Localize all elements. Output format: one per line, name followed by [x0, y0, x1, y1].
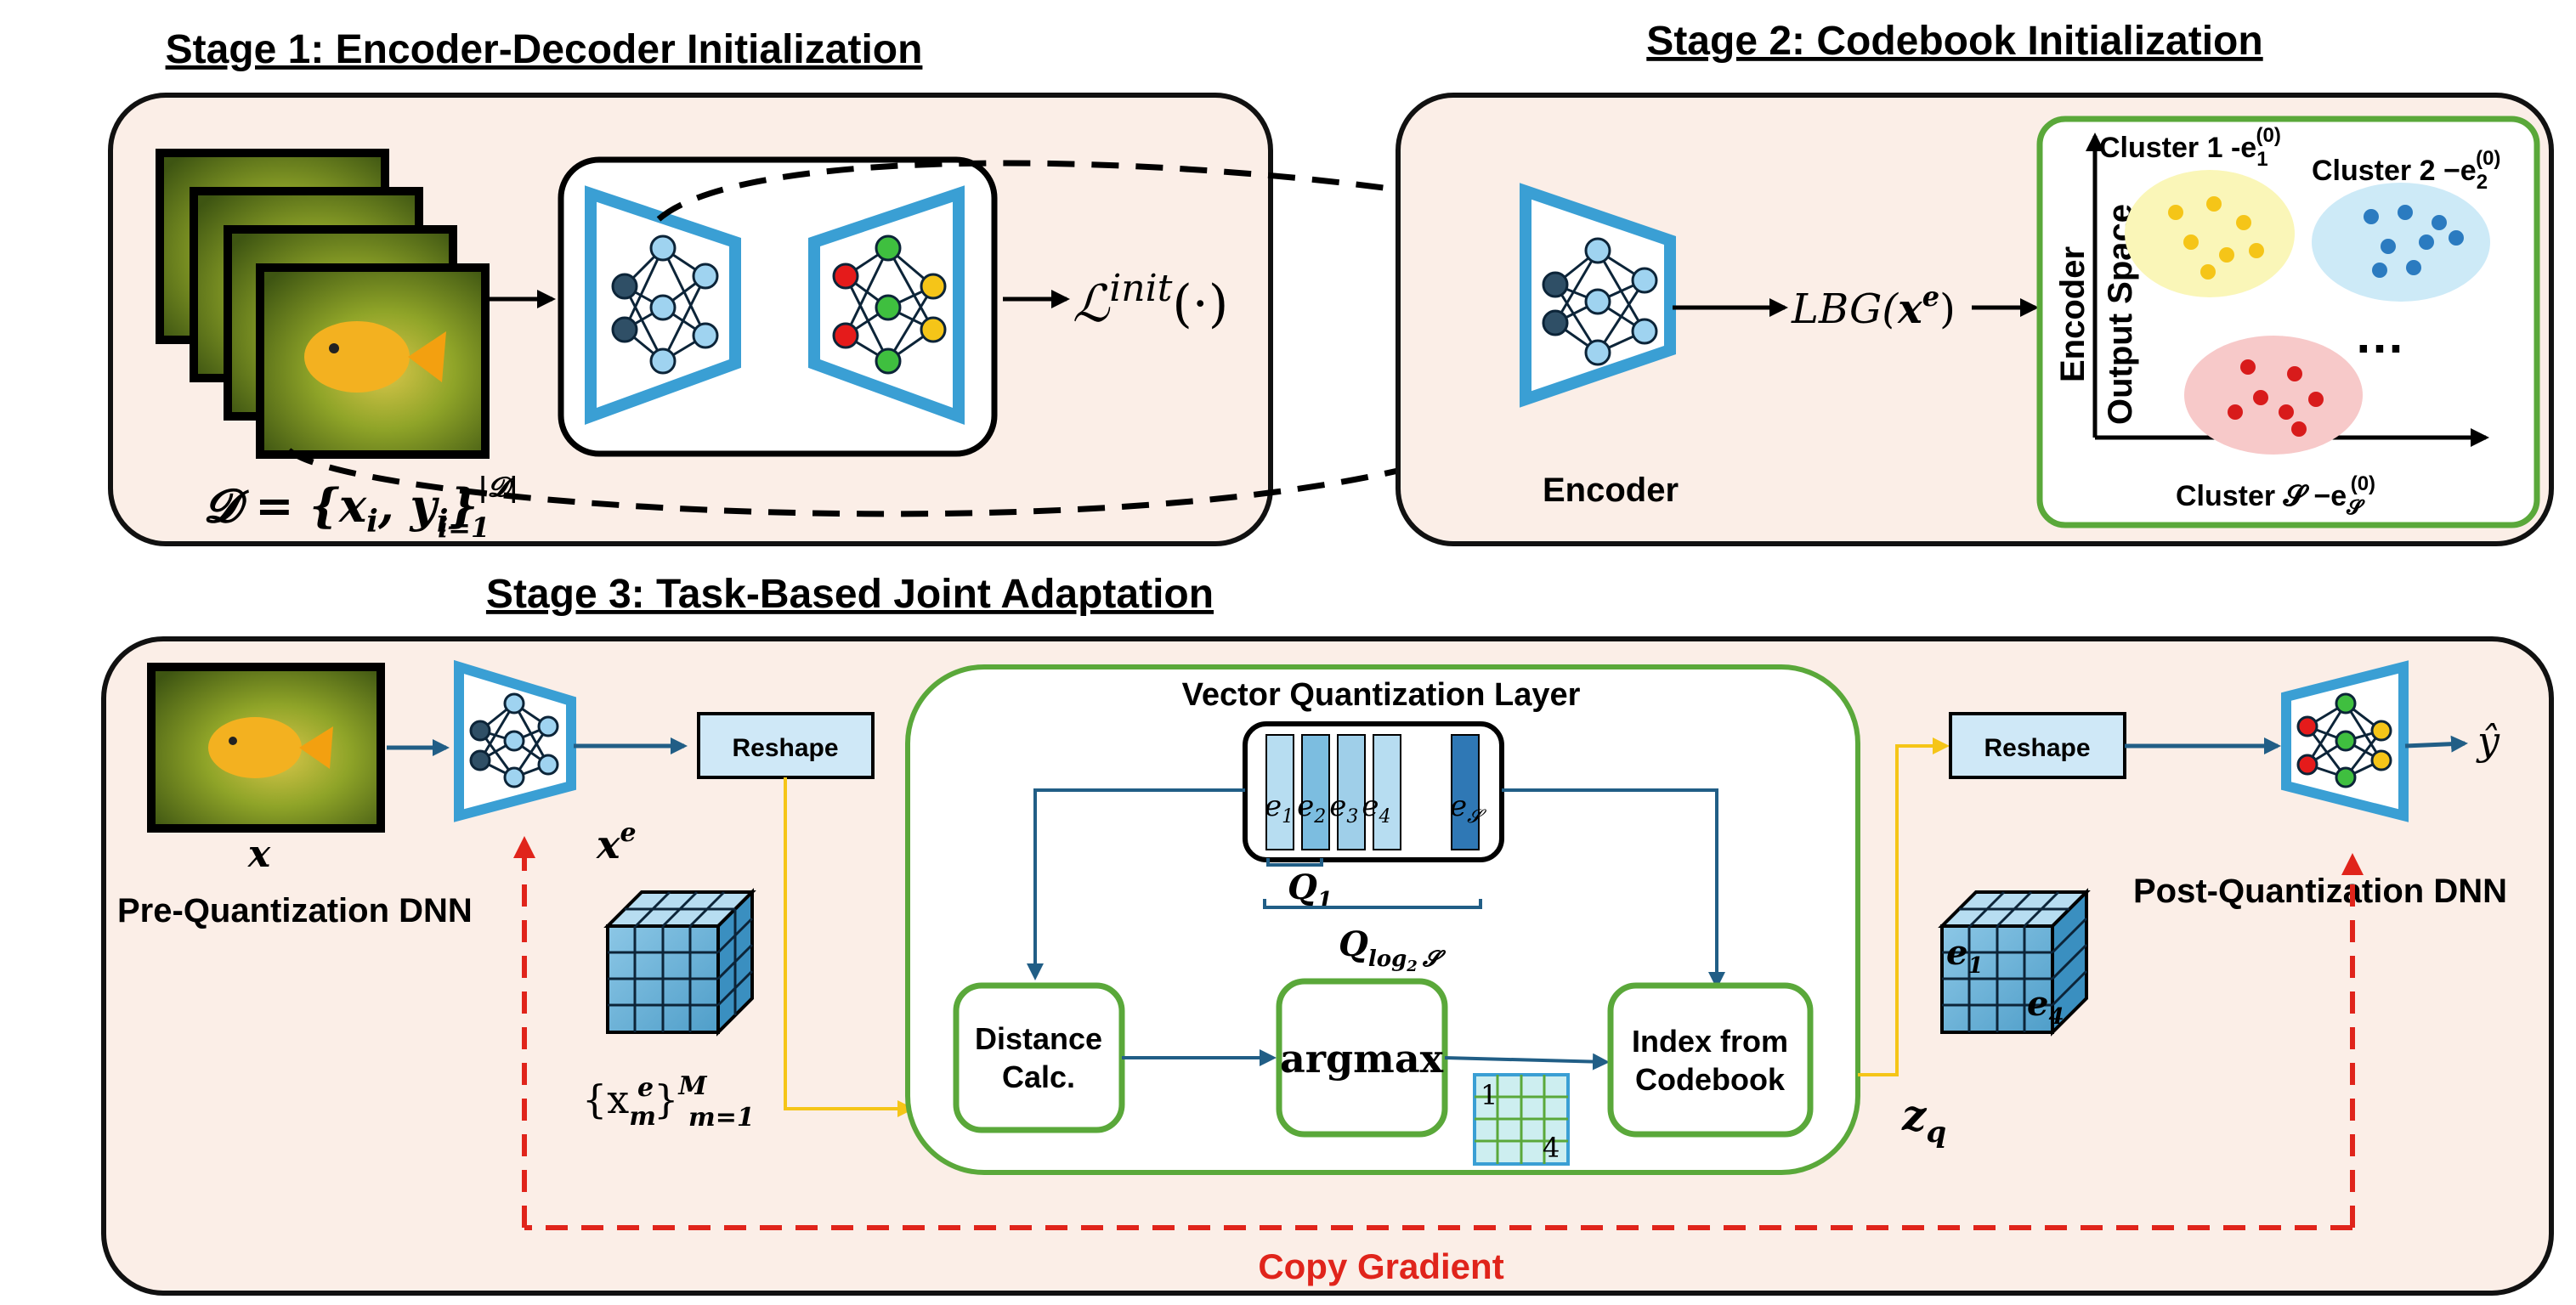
arrow-post-to-output [2404, 735, 2468, 753]
stage2-title: Stage 2: Codebook Initialization [1646, 19, 2262, 64]
q1-bracket [1266, 858, 1323, 867]
cluster2-ellipse [2312, 183, 2490, 302]
cluster2-point [2364, 209, 2379, 224]
reshape-right-box [1949, 712, 2126, 779]
qlog-bracket [1263, 899, 1482, 909]
arrow-argmax-to-index [1444, 1053, 1610, 1071]
vq-title: Vector Quantization Layer [1182, 677, 1581, 713]
cluster2-point [2432, 215, 2447, 230]
cluster2-point [2419, 234, 2434, 250]
stage3-title: Stage 3: Task-Based Joint Adaptation [486, 572, 1214, 617]
clusterS-point [2240, 359, 2256, 375]
clusterS-point [2228, 404, 2243, 420]
argmax-label: argmax [1280, 1036, 1444, 1082]
input-image [147, 663, 385, 833]
arrow-codebook-to-index [1502, 788, 1725, 989]
arrow-codebook-to-distance [1027, 788, 1245, 980]
stage2-encoder [1520, 183, 1676, 408]
feature-cube-right [1938, 888, 2091, 1037]
dataset-label: 𝓓 = {xi, yi}|𝓓| [204, 471, 518, 540]
xe-label: xe [596, 818, 637, 867]
reshape-left-box [697, 712, 875, 779]
clusterS-point [2253, 390, 2268, 405]
clusterS-point [2279, 404, 2294, 420]
post-dnn-label: Post-Quantization DNN [2133, 873, 2507, 910]
cluster2-point [2381, 239, 2396, 254]
stage1-title: Stage 1: Encoder-Decoder Initialization [166, 27, 923, 72]
output-yhat: ŷ [2476, 718, 2500, 764]
distance-calc-box [953, 982, 1125, 1133]
clusters-ellipsis: … [2354, 307, 2405, 364]
copy-gradient-label: Copy Gradient [1258, 1246, 1503, 1286]
arrow-reshape-to-vq [784, 777, 914, 1117]
cluster2-label: Cluster 2 −e2(0) [2312, 147, 2500, 194]
feature-cube-left [603, 888, 756, 1037]
loss-label: ℒinit(·) [1073, 267, 1228, 334]
axis-label-encoder: Encoder [2054, 246, 2092, 382]
index-grid-1: 1 [1480, 1079, 1497, 1111]
cluster2-point [2398, 205, 2413, 220]
reshape-right-label: Reshape [1984, 734, 2090, 762]
distance-calc-line2: Calc. [1002, 1059, 1075, 1094]
arrow-vq-to-reshape [1858, 737, 1950, 1076]
cluster1-point [2200, 264, 2216, 280]
xe-set-label: {xme}M [582, 1071, 707, 1132]
index-grid: 1 4 [1473, 1073, 1570, 1166]
fish-image [304, 321, 446, 393]
pre-quant-encoder [454, 659, 576, 822]
cluster2-point [2406, 260, 2421, 275]
cluster1-label: Cluster 1 -e1(0) [2099, 124, 2281, 171]
image-stack [156, 149, 490, 459]
pre-dnn-label: Pre-Quantization DNN [117, 892, 473, 929]
stage2-encoder-label: Encoder [1543, 472, 1679, 509]
clusterS-label: Cluster 𝓢 −e𝓢(0) [2176, 472, 2375, 519]
distance-calc-line1: Distance [975, 1021, 1102, 1056]
dataset-range: i=1 [438, 511, 490, 544]
clusterS-point [2291, 421, 2307, 437]
clusterS-point [2308, 392, 2324, 407]
stage1-encoder [585, 185, 741, 426]
cluster1-point [2183, 234, 2199, 250]
cluster1-point [2206, 196, 2222, 212]
index-grid-4: 4 [1543, 1132, 1560, 1164]
post-quant-decoder [2281, 660, 2409, 822]
cluster1-point [2219, 247, 2234, 263]
zq-label: zq [1901, 1090, 1946, 1150]
cube-e1-label: e1 [1946, 933, 1984, 979]
cluster2-point [2372, 263, 2387, 278]
cluster1-point [2249, 243, 2264, 258]
cluster-points [2168, 196, 2464, 437]
cluster1-ellipse [2125, 170, 2295, 297]
reshape-left-label: Reshape [732, 734, 838, 762]
cluster1-point [2236, 215, 2251, 230]
lbg-label: LBG(xe) [1791, 280, 1956, 333]
stage1-decoder [808, 185, 965, 426]
cube-e4-label: e4 [2027, 984, 2064, 1030]
xe-set-range: m=1 [688, 1103, 755, 1133]
clusterS-point [2287, 366, 2302, 381]
index-from-codebook-box [1607, 982, 1814, 1138]
index-from-codebook-line1: Index from [1632, 1024, 1788, 1059]
codebook-vectors [1265, 734, 1480, 850]
cluster1-point [2168, 205, 2183, 220]
index-from-codebook-line2: Codebook [1635, 1062, 1786, 1097]
cluster2-point [2449, 230, 2464, 246]
input-x-label: x [247, 833, 271, 876]
clusterS-ellipse [2184, 336, 2363, 455]
